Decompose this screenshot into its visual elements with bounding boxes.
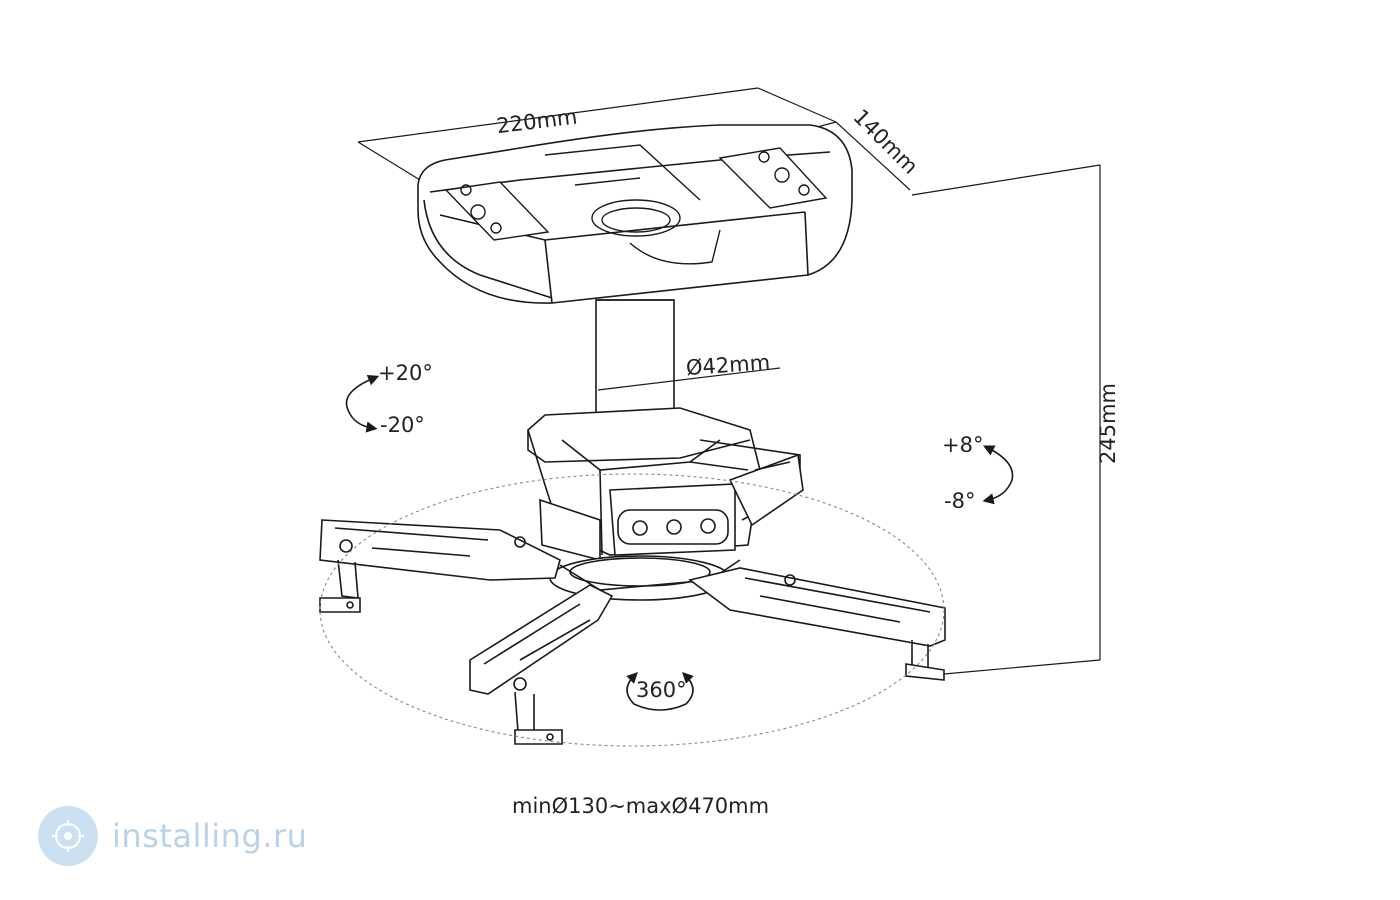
range-label: minØ130~maxØ470mm — [512, 794, 769, 818]
arm-front-left — [469, 584, 614, 745]
rotation-arrow — [626, 672, 694, 711]
tilt-plus-label: +20° — [378, 361, 433, 385]
tilt-minus-label: -20° — [380, 413, 425, 437]
arm-left — [319, 519, 561, 613]
arm-back-right — [728, 453, 804, 527]
pole-diameter-label: Ø42mm — [685, 350, 771, 380]
dimension-width — [357, 87, 837, 181]
rotation-label: 360° — [636, 678, 687, 702]
swivel-arrow — [982, 445, 1014, 505]
pole-diameter-leader — [597, 367, 781, 391]
swivel-minus-label: -8° — [944, 489, 975, 513]
ceiling-plate-center-hole — [544, 144, 721, 265]
watermark-text: installing.ru — [112, 817, 308, 855]
arm-right — [688, 567, 946, 681]
width-label: 220mm — [495, 105, 578, 139]
height-label: 245mm — [1096, 383, 1120, 464]
watermark-logo-icon — [38, 806, 98, 866]
ceiling-plate-bracket-right — [718, 147, 828, 209]
range-ellipse — [319, 473, 945, 747]
tilt-arrow — [345, 374, 380, 433]
swivel-plus-label: +8° — [942, 433, 983, 457]
dimension-height — [911, 164, 1101, 675]
ceiling-plate-bracket-left — [444, 181, 550, 241]
watermark: installing.ru — [38, 806, 307, 866]
